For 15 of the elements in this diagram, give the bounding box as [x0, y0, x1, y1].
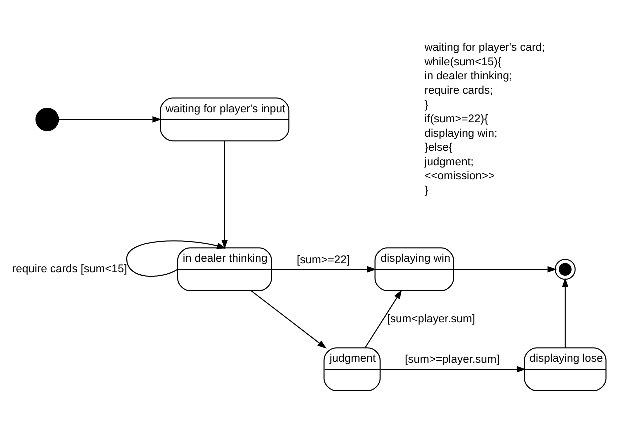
label: in dealer thinking; [424, 70, 513, 82]
label: } [424, 184, 428, 196]
label: }else{ [424, 142, 453, 154]
label: waiting for player's card; [424, 42, 546, 54]
label: if(sum>=22){ [424, 113, 488, 126]
label: } [424, 98, 428, 111]
label: displaying win; [424, 127, 498, 140]
label: while(sum<15){ [424, 56, 502, 68]
edge-label: [sum>=22] [297, 254, 350, 266]
edge-label: [sum<player.sum] [387, 312, 476, 325]
edge-label: [sum>=player.sum] [405, 354, 500, 366]
label: require cards; [424, 84, 494, 96]
label: <<omission>> [424, 170, 496, 182]
label: judgment; [424, 156, 474, 168]
edge-label: require cards [sum<15] [12, 262, 128, 275]
